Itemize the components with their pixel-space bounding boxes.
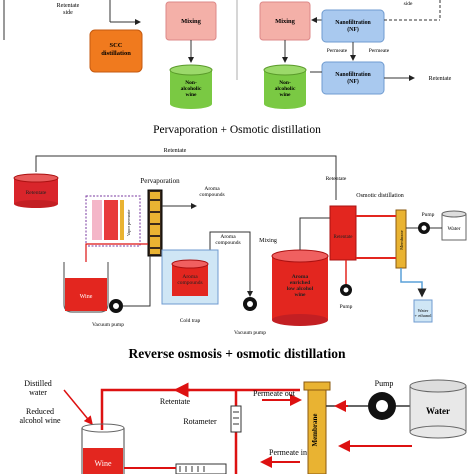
side-label: side — [404, 1, 413, 7]
retentate-right-label: Retentate — [326, 176, 347, 182]
wine-label-bottom: Wine — [94, 459, 111, 468]
permeate-out-label: Permeate out — [253, 389, 296, 398]
aroma-enriched-wine-tank — [271, 249, 329, 326]
water-tank-middle — [441, 210, 467, 241]
wine-beaker-bottom — [81, 423, 125, 474]
inset-permeate-layer — [92, 200, 102, 240]
scc-distillation-box — [89, 29, 143, 73]
od-retentate-label: Retentate — [334, 235, 354, 240]
water-label-bottom: Water — [426, 406, 450, 416]
permeate-label-right: Permeate — [369, 48, 390, 54]
od-retentate-vessel — [329, 205, 357, 261]
ro-od-title: Reverse osmosis + osmotic distillation — [129, 346, 346, 361]
nonalcoholic-wine-cylinder-right — [263, 64, 307, 109]
retentate-return-line — [35, 155, 337, 200]
bottom-device — [175, 463, 227, 474]
aroma-compounds-tank — [171, 259, 209, 296]
aroma-flow-line — [209, 231, 253, 297]
ro-membrane-label: Membrane — [311, 413, 319, 446]
retentate-tank — [13, 173, 59, 208]
vacuum-pump-1-label: Vacuum pump — [92, 322, 124, 328]
water-tank-bottom — [409, 379, 467, 439]
mixing-label: Mixing — [259, 238, 277, 244]
wine-feed-line — [85, 243, 148, 262]
rotameter-tube — [230, 405, 242, 433]
rotameter-label: Rotameter — [183, 417, 217, 426]
retentate-out-label: Retentate — [429, 76, 452, 82]
permeate-label-left: Permeate — [327, 48, 348, 54]
nanofiltration-label-2: Nanofiltration(NF) — [335, 72, 371, 85]
od-membrane-label: Membrane — [399, 230, 404, 250]
retentate-tank-label: Retentate — [26, 190, 47, 196]
wine-label-middle: Wine — [80, 294, 93, 300]
water-ethanol-vessel — [413, 299, 433, 323]
retentate-label-bottom: Retentate — [160, 397, 191, 406]
wine-beaker-middle — [63, 262, 109, 313]
permeate-in-label: Permeate in — [269, 448, 307, 457]
water-label-middle: Water — [448, 226, 461, 232]
nanofiltration-box-2 — [321, 61, 385, 95]
pervaporation-diagram: Retentate Retentate Pervaporation Vapor … — [13, 148, 467, 336]
nonalcoholic-wine-cylinder-left — [169, 64, 213, 109]
mixing-line — [299, 217, 336, 250]
nanofiltration-label-1: Nanofiltration(NF) — [335, 20, 371, 33]
inset-membrane-layer — [120, 200, 124, 240]
water-ethanol-label: Water+ ethanol — [415, 308, 433, 318]
mixing-label-left: Mixing — [181, 18, 202, 25]
water-ethanol-line — [400, 268, 427, 298]
pump-label-bottom: Pump — [375, 379, 394, 388]
vacuum-line — [123, 256, 151, 307]
mixing-label-right: Mixing — [275, 18, 296, 25]
osmotic-distillation-label: Osmotic distillation — [356, 193, 404, 199]
cold-trap-label: Cold trap — [180, 318, 201, 324]
vapor-permeate-label: Vapor permeate — [126, 209, 131, 236]
distilled-water-arrow — [63, 389, 93, 426]
retentate-pipe — [100, 388, 300, 430]
pump-bottom-label: Pump — [340, 304, 353, 310]
pump-top-label: Pump — [422, 212, 435, 218]
pervaporation-od-title: Pervaporation + Osmotic distillation — [153, 124, 321, 136]
pervaporation-label: Pervaporation — [140, 177, 180, 185]
membrane-detail-inset — [85, 195, 141, 247]
inset-feed-layer — [104, 200, 118, 240]
vacuum-pump-2-label: Vacuum pump — [234, 330, 266, 336]
retentate-top-label: Retentate — [164, 148, 187, 154]
nanofiltration-box-1 — [321, 9, 385, 43]
